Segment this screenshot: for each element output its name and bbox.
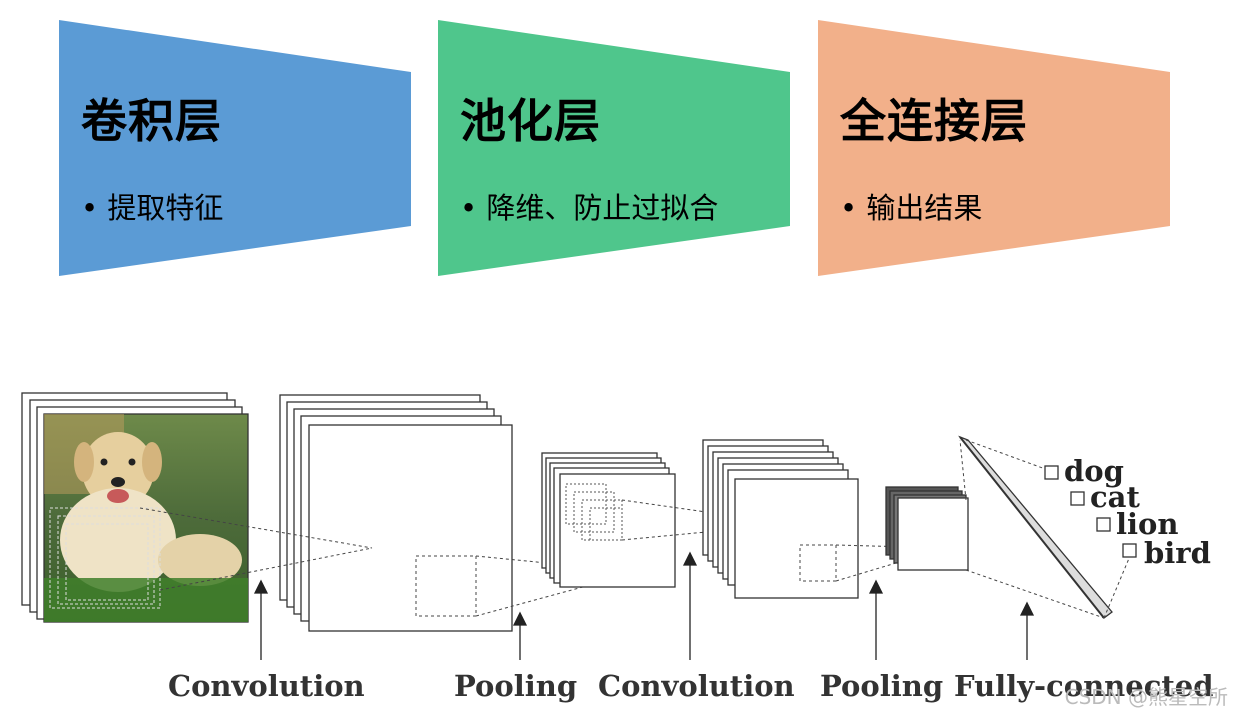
conv1-projection-lines [139,507,373,591]
stage-label-pooling-2: Pooling [820,669,943,703]
stage-label-fully-connected: Fully-connected [954,669,1214,703]
output-checkboxes [1044,465,1137,558]
stage-labels: Convolution Pooling Convolution Pooling … [168,669,1214,703]
output-label-lion: lion [1116,507,1178,541]
banner-title: 卷积层 [81,94,222,148]
banner-shape [438,20,790,276]
cnn-architecture-diagram: dog cat lion bird Convolution Pooling Co… [21,392,1228,709]
pool1-kernel-windows [565,483,623,541]
banner-title: 全连接层 [840,94,1028,148]
output-label-cat: cat [1090,480,1140,514]
output-label-dog: dog [1064,454,1124,488]
banner-convolution-layer: 卷积层 • 提取特征 [59,20,411,276]
stage-label-convolution-2: Convolution [598,669,795,703]
banner-shape [59,20,411,276]
banner-shape [818,20,1170,276]
stage-label-convolution-1: Convolution [168,669,365,703]
banner-title: 池化层 [460,94,601,148]
dog-photo [43,413,249,623]
output-label-bird: bird [1144,536,1211,570]
output-labels: dog cat lion bird [1064,454,1211,570]
pool2-feature-maps [885,486,969,571]
layer-summary-banners: 卷积层 • 提取特征 池化层 • 降维、防止过拟合 全连接层 • 输出结果 [0,0,1234,300]
stage-label-pooling-1: Pooling [454,669,577,703]
banner-fully-connected-layer: 全连接层 • 输出结果 [818,20,1170,276]
stage-arrows [253,551,1035,660]
banner-bullet: • 输出结果 [840,191,983,225]
watermark: CSDN @熊星空所 [1065,685,1228,709]
fully-connected-layer [958,435,1113,619]
banner-bullet: • 降维、防止过拟合 [460,191,719,225]
banner-pooling-layer: 池化层 • 降维、防止过拟合 [438,20,790,276]
banner-bullet: • 提取特征 [81,191,224,225]
fc-connection-lines [959,439,1131,619]
conv1-feature-maps [279,394,513,632]
conv2-feature-maps [702,439,859,599]
pool1-feature-maps [541,452,676,588]
